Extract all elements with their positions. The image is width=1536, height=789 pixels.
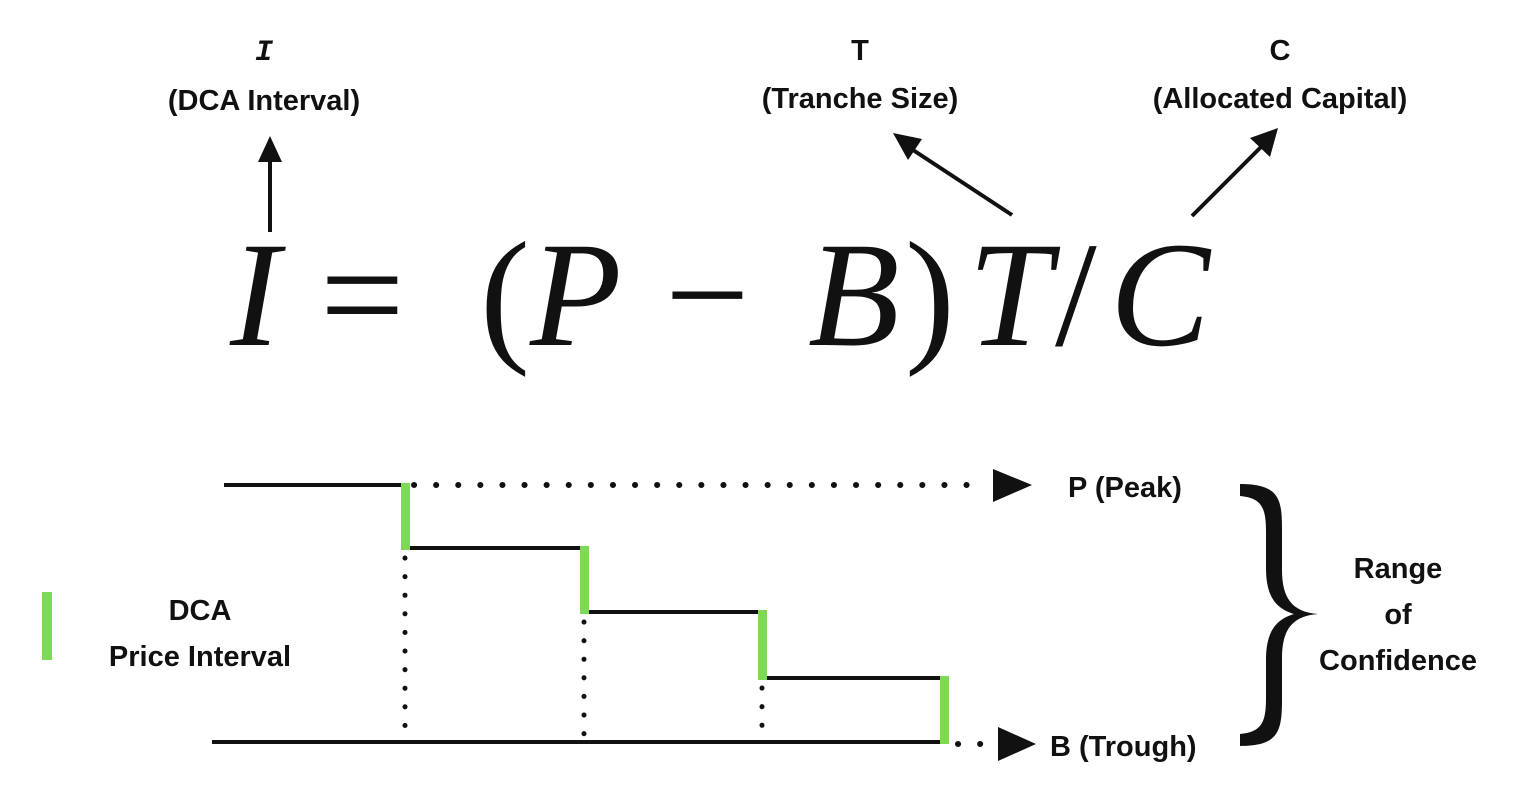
interval-bar-2	[580, 546, 589, 614]
t-name-label: (Tranche Size)	[762, 83, 959, 115]
i-name-label: (DCA Interval)	[168, 85, 360, 117]
formula-p: P	[529, 212, 622, 378]
interval-bar-1	[401, 483, 410, 550]
c-symbol-label: C	[1270, 35, 1291, 67]
staircase-diagram	[212, 469, 1036, 761]
formula-slash: /	[1055, 212, 1097, 378]
c-arrow	[1190, 128, 1278, 218]
interval-bar-4	[940, 676, 949, 744]
peak-arrowhead	[993, 469, 1032, 502]
range-line-2: of	[1384, 599, 1412, 631]
i-arrow	[258, 136, 282, 232]
formula-equals: =	[320, 212, 405, 378]
formula-i: I	[229, 212, 286, 378]
trough-arrowhead	[998, 727, 1036, 761]
range-line-1: Range	[1354, 553, 1443, 585]
formula-c: C	[1110, 212, 1212, 378]
formula: I = ( P − B ) T / C	[229, 212, 1212, 378]
interval-bar-3	[758, 610, 767, 680]
formula-t: T	[968, 212, 1061, 378]
legend-swatch	[42, 592, 52, 660]
range-line-3: Confidence	[1319, 645, 1477, 677]
t-arrow	[893, 133, 1014, 217]
formula-open-paren: (	[480, 212, 530, 378]
formula-minus: −	[665, 212, 750, 378]
legend-line-1: DCA	[169, 595, 232, 627]
peak-label: P (Peak)	[1068, 472, 1182, 504]
formula-close-paren: )	[905, 212, 955, 378]
t-symbol-label: T	[851, 35, 869, 67]
i-symbol-label: I	[255, 36, 274, 70]
c-name-label: (Allocated Capital)	[1153, 83, 1408, 115]
trough-label: B (Trough)	[1050, 731, 1197, 763]
formula-b: B	[808, 212, 900, 378]
range-brace	[1240, 484, 1318, 746]
legend-line-2: Price Interval	[109, 641, 291, 673]
